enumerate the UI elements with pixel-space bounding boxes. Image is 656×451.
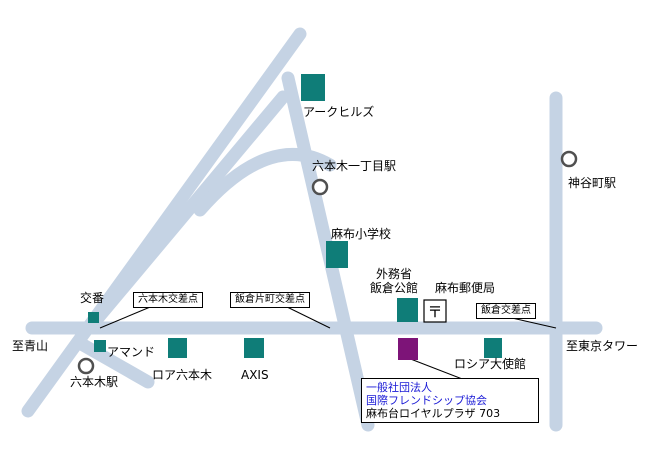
- station-roppongi: [77, 357, 95, 375]
- label-russian-embassy: ロシア大使館: [454, 357, 527, 371]
- building-russian-embassy: [484, 338, 502, 358]
- callout-iikura-crossing: 飯倉交差点: [476, 303, 536, 319]
- destination-address-box: 一般社団法人 国際フレンドシップ協会 麻布台ロイヤルプラザ 703: [361, 378, 539, 423]
- label-to-aoyama: 至青山: [12, 339, 49, 353]
- post-office-mark-icon: 〒: [423, 299, 447, 323]
- building-roa-roppongi: [168, 338, 187, 358]
- building-almond: [94, 340, 106, 352]
- address-org-type: 一般社団法人: [366, 381, 432, 394]
- callout-iikura-katamachi-crossing: 飯倉片町交差点: [230, 292, 310, 308]
- label-azabu-elementary-school: 麻布小学校: [331, 227, 392, 241]
- label-ark-hills: アークヒルズ: [303, 105, 375, 119]
- road-gaien-higashi-dori: [21, 27, 307, 418]
- label-azabu-post-office: 麻布郵便局: [435, 281, 496, 295]
- label-kamiyacho-station: 神谷町駅: [568, 176, 617, 190]
- building-azabu-elementary: [326, 241, 348, 268]
- address-org-name: 国際フレンドシップ協会: [366, 394, 487, 407]
- station-kamiyacho: [560, 150, 578, 168]
- label-roppongi-itchome-station: 六本木一丁目駅: [312, 159, 397, 173]
- road-curved-connector: [193, 147, 337, 217]
- label-axis: AXIS: [241, 368, 269, 382]
- road-southwest-spur: [71, 335, 155, 389]
- building-ark-hills: [301, 74, 325, 101]
- building-koban: [88, 312, 99, 323]
- label-almond: アマンド: [107, 345, 156, 359]
- callout-roppongi-crossing: 六本木交差点: [133, 292, 203, 308]
- buildings: [88, 74, 502, 360]
- road-diagonal-west: [85, 90, 290, 332]
- building-destination: [398, 338, 418, 360]
- label-to-tokyo-tower: 至東京タワー: [566, 339, 639, 353]
- label-foreign-ministry-iikura: 外務省 飯倉公館: [370, 267, 419, 295]
- building-axis: [244, 338, 264, 358]
- building-foreign-ministry: [397, 298, 418, 322]
- svg-text:〒: 〒: [427, 303, 442, 321]
- label-koban: 交番: [80, 291, 105, 305]
- station-roppongi-itchome: [311, 178, 329, 196]
- label-roppongi-station: 六本木駅: [70, 375, 119, 389]
- label-roa-roppongi: ロア六本木: [152, 368, 213, 382]
- address-building: 麻布台ロイヤルプラザ 703: [366, 407, 501, 420]
